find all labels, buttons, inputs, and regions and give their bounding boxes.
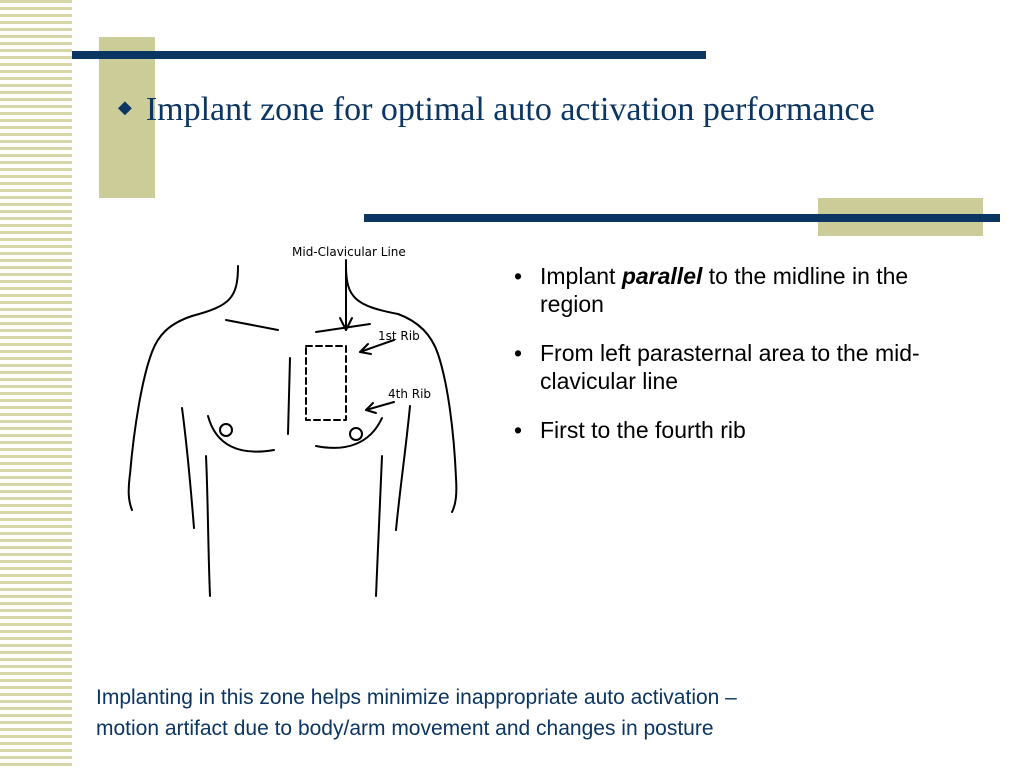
left-clavicle	[225, 319, 279, 331]
bullet-list: • Implant parallel to the midline in the…	[512, 262, 932, 465]
right-torso-side	[375, 455, 383, 597]
right-arm-inner	[395, 405, 411, 531]
right-shoulder-outline	[397, 313, 458, 513]
neck-right-outline	[345, 265, 399, 315]
left-torso-side	[205, 455, 211, 597]
decorative-stripes	[0, 0, 72, 768]
title-row: ◆ Implant zone for optimal auto activati…	[118, 88, 875, 132]
mid-clavicular-label: Mid-Clavicular Line	[292, 245, 406, 259]
right-clavicle	[315, 323, 371, 333]
fourth-rib-arrow	[365, 401, 395, 411]
bullet-text-start: Implant	[540, 263, 622, 289]
left-shoulder-outline	[127, 315, 193, 511]
diamond-bullet-icon: ◆	[118, 96, 132, 118]
list-item: • First to the fourth rib	[512, 416, 932, 444]
bullet-dot-icon: •	[514, 263, 523, 289]
sternum-line	[287, 357, 291, 435]
footer-line-1: Implanting in this zone helps minimize i…	[96, 686, 737, 709]
neck-left-outline	[191, 265, 239, 317]
bullet-dot-icon: •	[514, 340, 523, 366]
first-rib-arrow	[359, 339, 395, 353]
fourth-rib-label: 4th Rib	[388, 387, 431, 401]
first-rib-label: 1st Rib	[378, 329, 420, 343]
bullet-dot-icon: •	[514, 417, 523, 443]
left-nipple	[219, 423, 233, 437]
top-rule	[72, 51, 706, 59]
left-arm-inner	[181, 407, 195, 529]
left-pectoral	[207, 415, 275, 453]
bullet-text: First to the fourth rib	[540, 417, 746, 443]
implant-zone	[305, 345, 347, 421]
chest-diagram: Mid-Clavicular Line 1st Rib 4th Rib	[127, 245, 458, 597]
footer-line-2: motion artifact due to body/arm movement…	[96, 717, 714, 740]
title-accent-block	[99, 37, 155, 198]
bullet-text: From left parasternal area to the mid-cl…	[540, 340, 920, 394]
list-item: • Implant parallel to the midline in the…	[512, 262, 932, 318]
bullet-emphasis: parallel	[621, 263, 703, 289]
right-pectoral	[315, 417, 383, 449]
mid-rule	[364, 214, 1000, 222]
right-nipple	[349, 427, 363, 441]
footer-note: Implanting in this zone helps minimize i…	[96, 682, 956, 744]
slide-title: Implant zone for optimal auto activation…	[145, 91, 875, 128]
list-item: • From left parasternal area to the mid-…	[512, 339, 932, 395]
bullet-text-end: to the midline in the region	[540, 263, 909, 317]
